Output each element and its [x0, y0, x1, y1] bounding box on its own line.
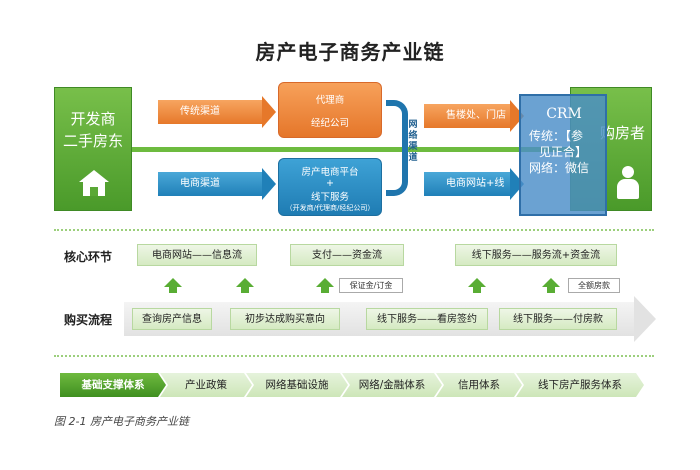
up-arrow-stem — [241, 287, 249, 293]
deposit-note: 保证金/订金 — [339, 278, 403, 293]
agent-label: 代理商 — [315, 95, 345, 106]
ecommerce-site-arrow: 电商网站+线下服务 — [424, 168, 524, 213]
full-payment-note: 全额房款 — [568, 278, 620, 293]
ecommerce-channel-label: 电商渠道 — [180, 178, 220, 189]
up-arrow-icon — [468, 278, 486, 287]
diagram-title: 房产电子商务产业链 — [255, 40, 445, 64]
process-step-intent: 初步达成购买意向 — [230, 308, 340, 330]
crm-network-line: 网络：微信 — [529, 161, 590, 175]
developer-box: 开发商 二手房东 — [54, 87, 132, 211]
up-arrow-stem — [321, 287, 329, 293]
core-item-service-flow: 线下服务——服务流+资金流 — [455, 244, 617, 266]
traditional-channel-arrow: 传统渠道 — [158, 96, 276, 128]
separator-bottom — [54, 355, 654, 357]
person-icon — [615, 166, 641, 200]
traditional-channel-label: 传统渠道 — [180, 106, 220, 117]
up-arrow-icon — [542, 278, 560, 287]
crm-overlay: CRM 传统：【参 见正合】 网络：微信 — [519, 94, 607, 216]
support-finance-system: 网络/金融体系 — [342, 373, 442, 397]
channel-divider-line — [132, 147, 570, 152]
platform-label: 房产电商平台 — [301, 167, 359, 178]
core-item-info-flow: 电商网站——信息流 — [137, 244, 257, 266]
crm-title: CRM — [546, 106, 582, 122]
developer-label: 开发商 — [70, 110, 116, 128]
offline-service-label: 线下服务 — [310, 192, 349, 203]
support-head: 基础支撑体系 — [60, 373, 166, 397]
figure-caption: 图 2-1 房产电子商务产业链 — [54, 415, 189, 428]
core-item-payment-flow: 支付——资金流 — [290, 244, 404, 266]
ecommerce-channel-arrow: 电商渠道 — [158, 168, 276, 200]
core-section-label: 核心环节 — [64, 250, 113, 264]
crm-traditional-line-2: 见正合】 — [539, 145, 588, 159]
support-network-infra: 网络基础设施 — [246, 373, 348, 397]
platform-plus: + — [326, 178, 334, 189]
support-industry-policy: 产业政策 — [160, 373, 252, 397]
network-channel-label: 网络渠道 — [408, 120, 418, 163]
ecommerce-site-label: 电商网站+线下服务 — [446, 178, 505, 213]
ecommerce-platform-box: 房产电商平台 + 线下服务 （开发商/代理商/经纪公司） — [278, 158, 382, 216]
platform-note: （开发商/代理商/经纪公司） — [285, 204, 375, 212]
brokerage-label: 经纪公司 — [310, 118, 349, 129]
house-icon — [79, 170, 109, 196]
process-step-viewing: 线下服务——看房签约 — [366, 308, 488, 330]
sales-office-label: 售楼处、门店 — [446, 110, 506, 121]
up-arrow-icon — [316, 278, 334, 287]
up-arrow-icon — [164, 278, 182, 287]
second-hand-owner-label: 二手房东 — [62, 132, 123, 150]
support-offline-service: 线下房产服务体系 — [516, 373, 644, 397]
up-arrow-icon — [236, 278, 254, 287]
up-arrow-stem — [547, 287, 555, 293]
process-step-payment: 线下服务——付房款 — [499, 308, 617, 330]
separator-top — [54, 229, 654, 231]
buyer-label: 购房者 — [599, 124, 645, 142]
up-arrow-stem — [473, 287, 481, 293]
sales-office-arrow: 售楼处、门店 — [424, 100, 524, 132]
crm-traditional-line: 传统：【参 — [529, 129, 584, 143]
process-arrow-tip — [634, 296, 656, 342]
agent-box: 代理商 经纪公司 — [278, 82, 382, 138]
up-arrow-stem — [169, 287, 177, 293]
process-step-query: 查询房产信息 — [132, 308, 212, 330]
process-section-label: 购买流程 — [64, 313, 113, 327]
network-channel-bracket — [386, 100, 408, 196]
support-credit-system: 信用体系 — [436, 373, 522, 397]
